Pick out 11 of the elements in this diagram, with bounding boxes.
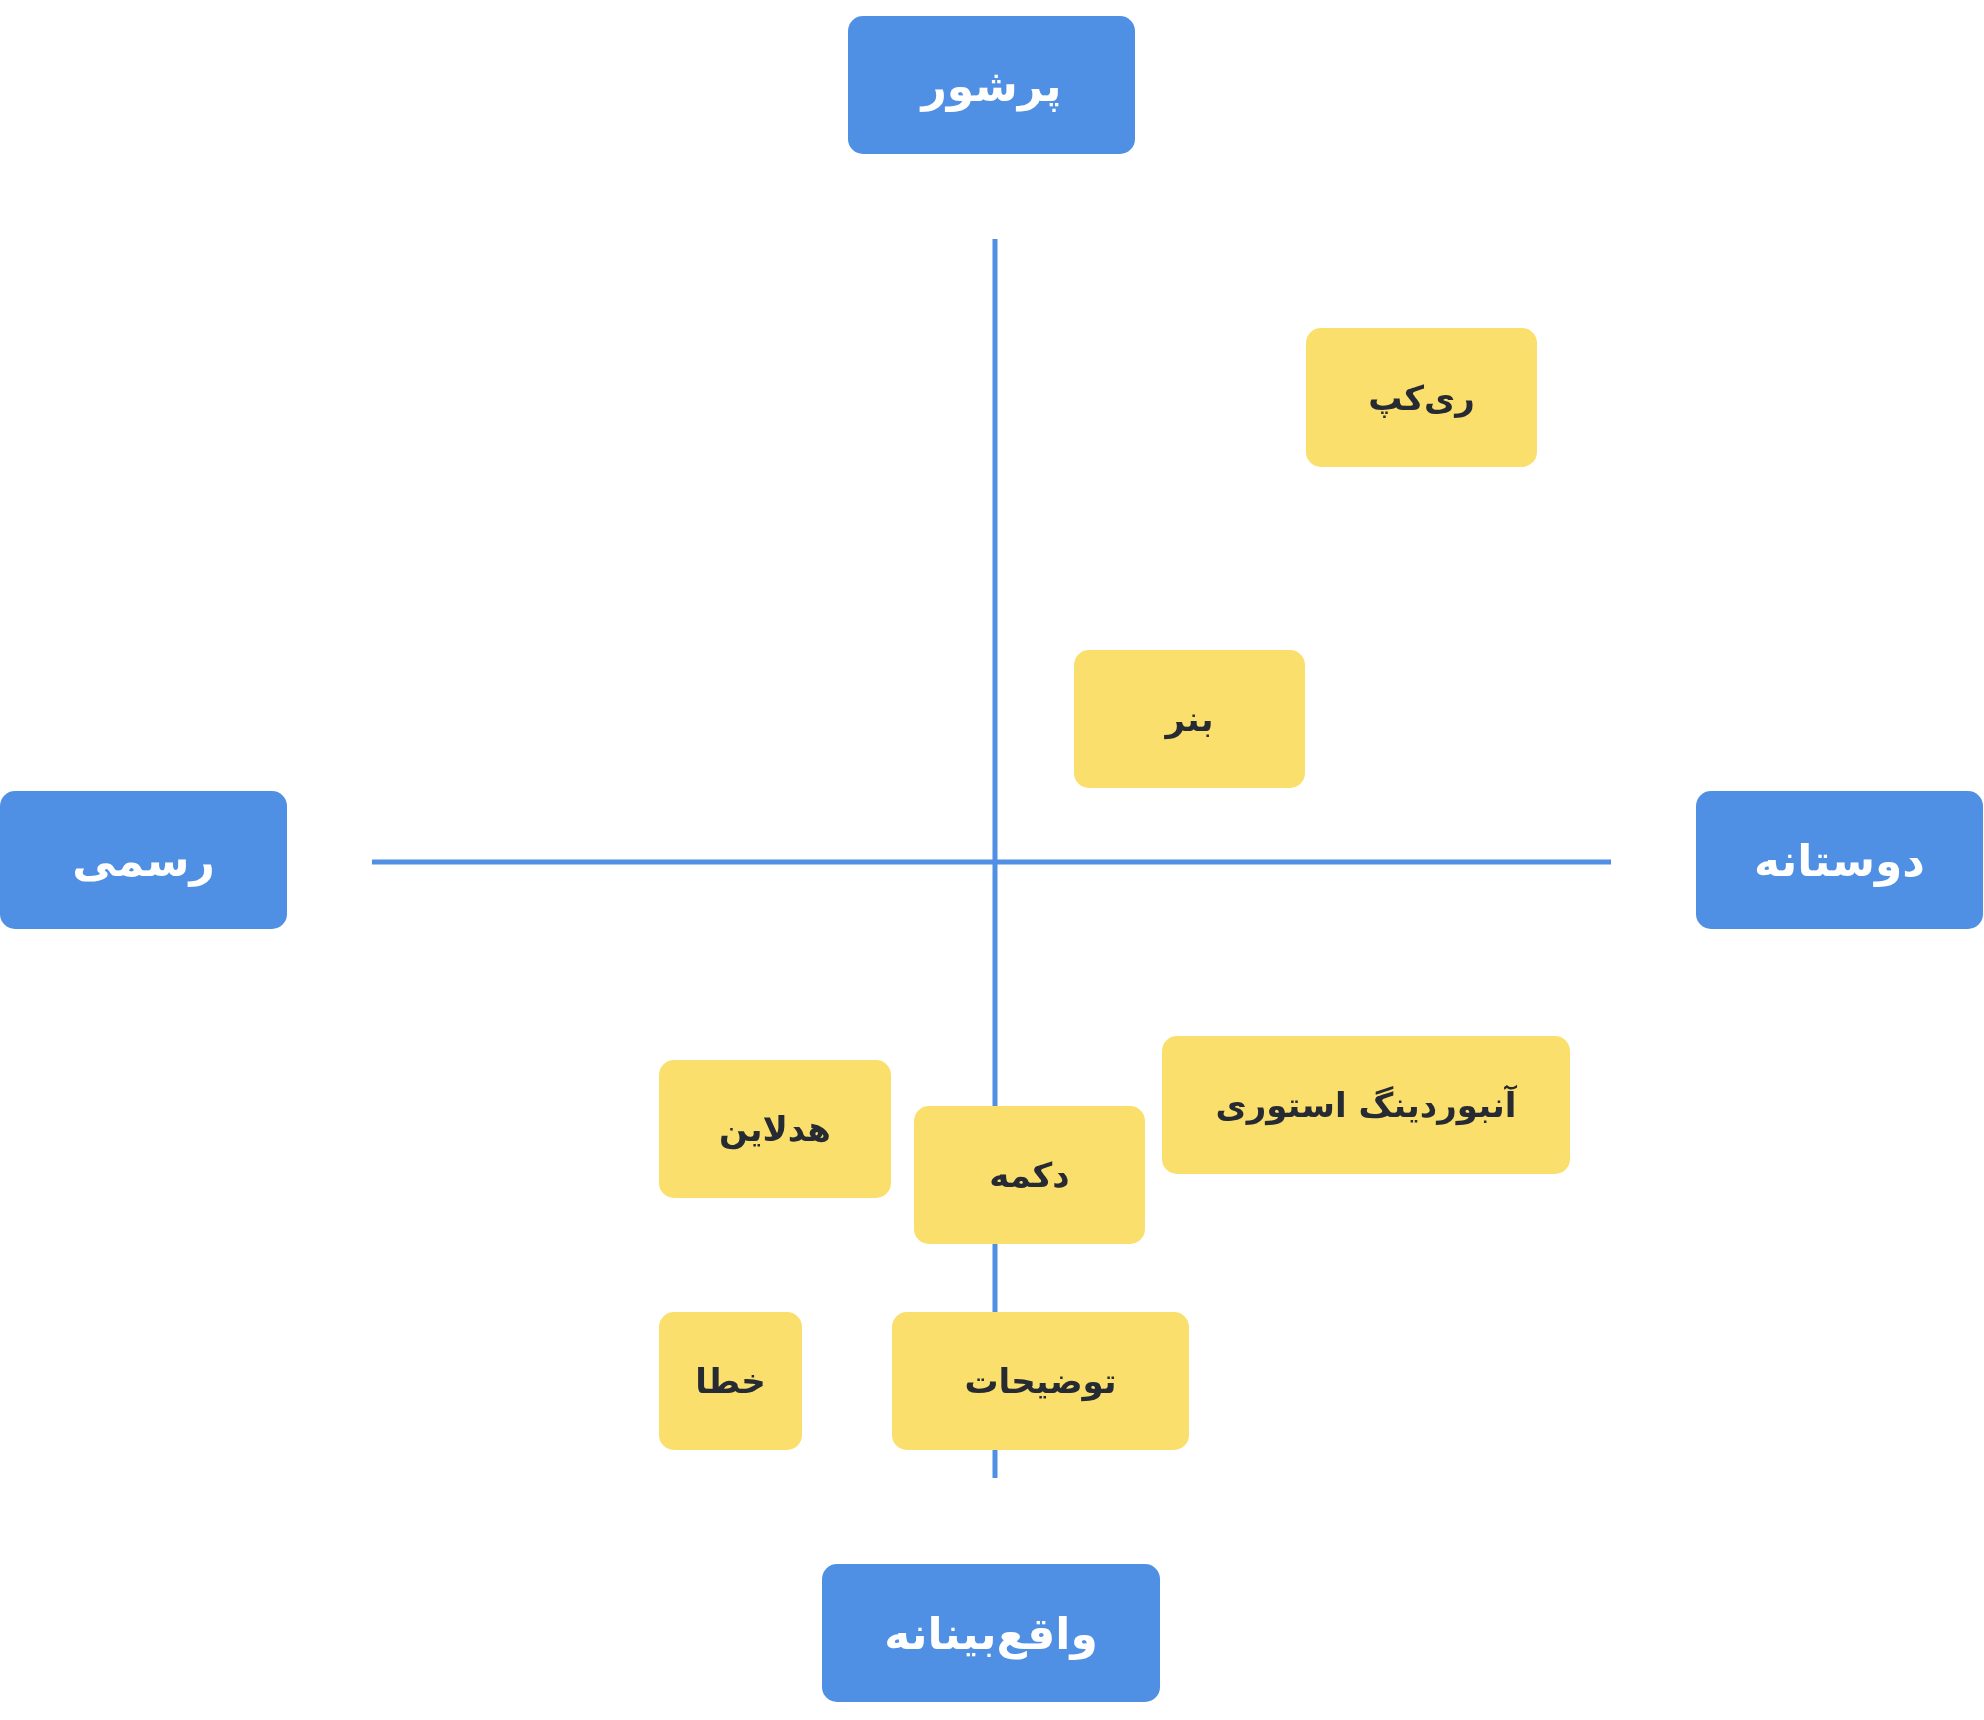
- axis-pole-label: واقع‌بینانه: [822, 1564, 1160, 1702]
- quadrant-item-label: توضیحات: [892, 1312, 1189, 1450]
- quadrant-item-label: هدلاین: [659, 1060, 891, 1198]
- axis-pole-label: پرشور: [848, 16, 1135, 154]
- axis-pole-label: رسمی: [0, 791, 287, 929]
- quadrant-item-label: خطا: [659, 1312, 802, 1450]
- axis-pole-label: دوستانه: [1696, 791, 1983, 929]
- quadrant-item-label: ری‌کپ: [1306, 328, 1537, 467]
- quadrant-item-label: آنبوردینگ استوری: [1162, 1036, 1570, 1174]
- quadrant-item-label: دکمه: [914, 1106, 1145, 1244]
- quadrant-item-label: بنر: [1074, 650, 1305, 788]
